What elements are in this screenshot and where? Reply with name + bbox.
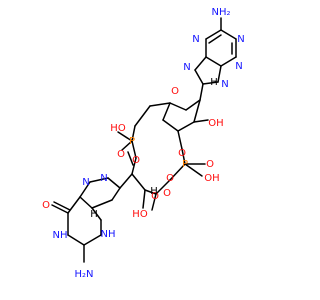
- amino-label: NH₂: [211, 7, 230, 18]
- bond: [89, 177, 109, 183]
- bond: [144, 189, 157, 195]
- hydrogen-label: H: [90, 209, 98, 220]
- carbonyl-oxygen-label: O: [42, 200, 50, 211]
- amine-label: NH: [101, 229, 116, 240]
- bond: [220, 29, 237, 40]
- bond: [131, 173, 146, 191]
- ribose-top: [134, 99, 209, 150]
- bond: [121, 140, 133, 151]
- bond: [91, 199, 113, 209]
- phosphorus-label: P: [129, 136, 135, 147]
- bond: [208, 34, 222, 44]
- bond: [131, 125, 136, 142]
- hydroxyl-label: HO: [110, 123, 126, 134]
- bond: [217, 65, 222, 83]
- bond: [162, 102, 171, 121]
- nitrogen-label: N: [183, 62, 190, 73]
- bond: [53, 201, 71, 211]
- hydroxyl-label: OH: [204, 173, 219, 184]
- nitrogen-label: N: [192, 34, 199, 45]
- bond: [107, 177, 121, 189]
- bond: [169, 102, 187, 111]
- bond: [193, 99, 201, 123]
- hydroxyl-label: OH: [208, 118, 223, 129]
- atom-labels: NH₂ N N N N N O OH HO O O P P O O OH N N…: [42, 7, 245, 280]
- hydroxyl-label: HO: [132, 209, 148, 220]
- bond: [194, 69, 204, 85]
- nitrogen-label: N: [100, 173, 107, 184]
- ring-oxygen-label: O: [171, 86, 179, 97]
- hydrogen-label: H: [210, 77, 218, 88]
- bond: [79, 196, 93, 209]
- bond: [177, 130, 183, 150]
- bond: [131, 157, 137, 175]
- guanine-ring: [51, 177, 121, 263]
- bond: [91, 207, 102, 221]
- phosphate-left: [117, 125, 137, 166]
- bond: [151, 193, 157, 211]
- bond: [117, 131, 133, 142]
- oxygen-label: O: [151, 191, 159, 202]
- oxygen-label: O: [117, 149, 125, 160]
- bond: [67, 234, 85, 246]
- bond: [193, 119, 209, 123]
- oxygen-label: O: [166, 173, 174, 184]
- bond: [127, 151, 134, 166]
- bond: [134, 105, 151, 127]
- bond: [149, 102, 171, 107]
- double-bond-oxygen-label: O: [132, 155, 140, 166]
- bond: [185, 99, 201, 111]
- bond: [220, 56, 237, 67]
- nitrogen-label: N: [221, 79, 228, 90]
- bond: [205, 29, 222, 40]
- bond: [111, 187, 121, 201]
- double-bond-oxygen-label: O: [206, 159, 214, 170]
- bond: [202, 81, 219, 85]
- nitrogen-label: N: [237, 34, 244, 45]
- bond: [119, 173, 133, 189]
- amino-label: H₂N: [74, 269, 93, 280]
- bond: [181, 148, 186, 165]
- molecule-diagram: NH₂ N N N N N O OH HO O O P P O O OH N N…: [42, 7, 245, 280]
- bond: [162, 119, 179, 132]
- bond: [205, 56, 222, 67]
- adenine-ring: [194, 17, 237, 101]
- bond: [177, 121, 195, 132]
- amine-label: NH: [53, 230, 68, 241]
- bond: [199, 83, 204, 101]
- bond: [155, 179, 171, 195]
- structure-canvas: NH₂ N N N N N O OH HO O O P P O O OH N N…: [42, 7, 245, 280]
- bond: [169, 163, 186, 181]
- phosphorus-label: P: [182, 159, 188, 170]
- phosphate-right: [169, 148, 206, 181]
- ring-oxygen-label: O: [163, 188, 171, 199]
- bond: [194, 56, 207, 71]
- oxygen-label: O: [178, 148, 186, 159]
- bond: [51, 204, 69, 214]
- bond: [83, 234, 102, 246]
- bond: [79, 181, 91, 198]
- bond: [131, 140, 137, 159]
- bond: [142, 189, 146, 209]
- nitrogen-label: N: [235, 61, 242, 72]
- hydrogen-label: H: [150, 186, 158, 197]
- nitrogen-label: N: [82, 177, 89, 188]
- bond: [184, 163, 203, 177]
- ribose-bottom: [119, 157, 171, 211]
